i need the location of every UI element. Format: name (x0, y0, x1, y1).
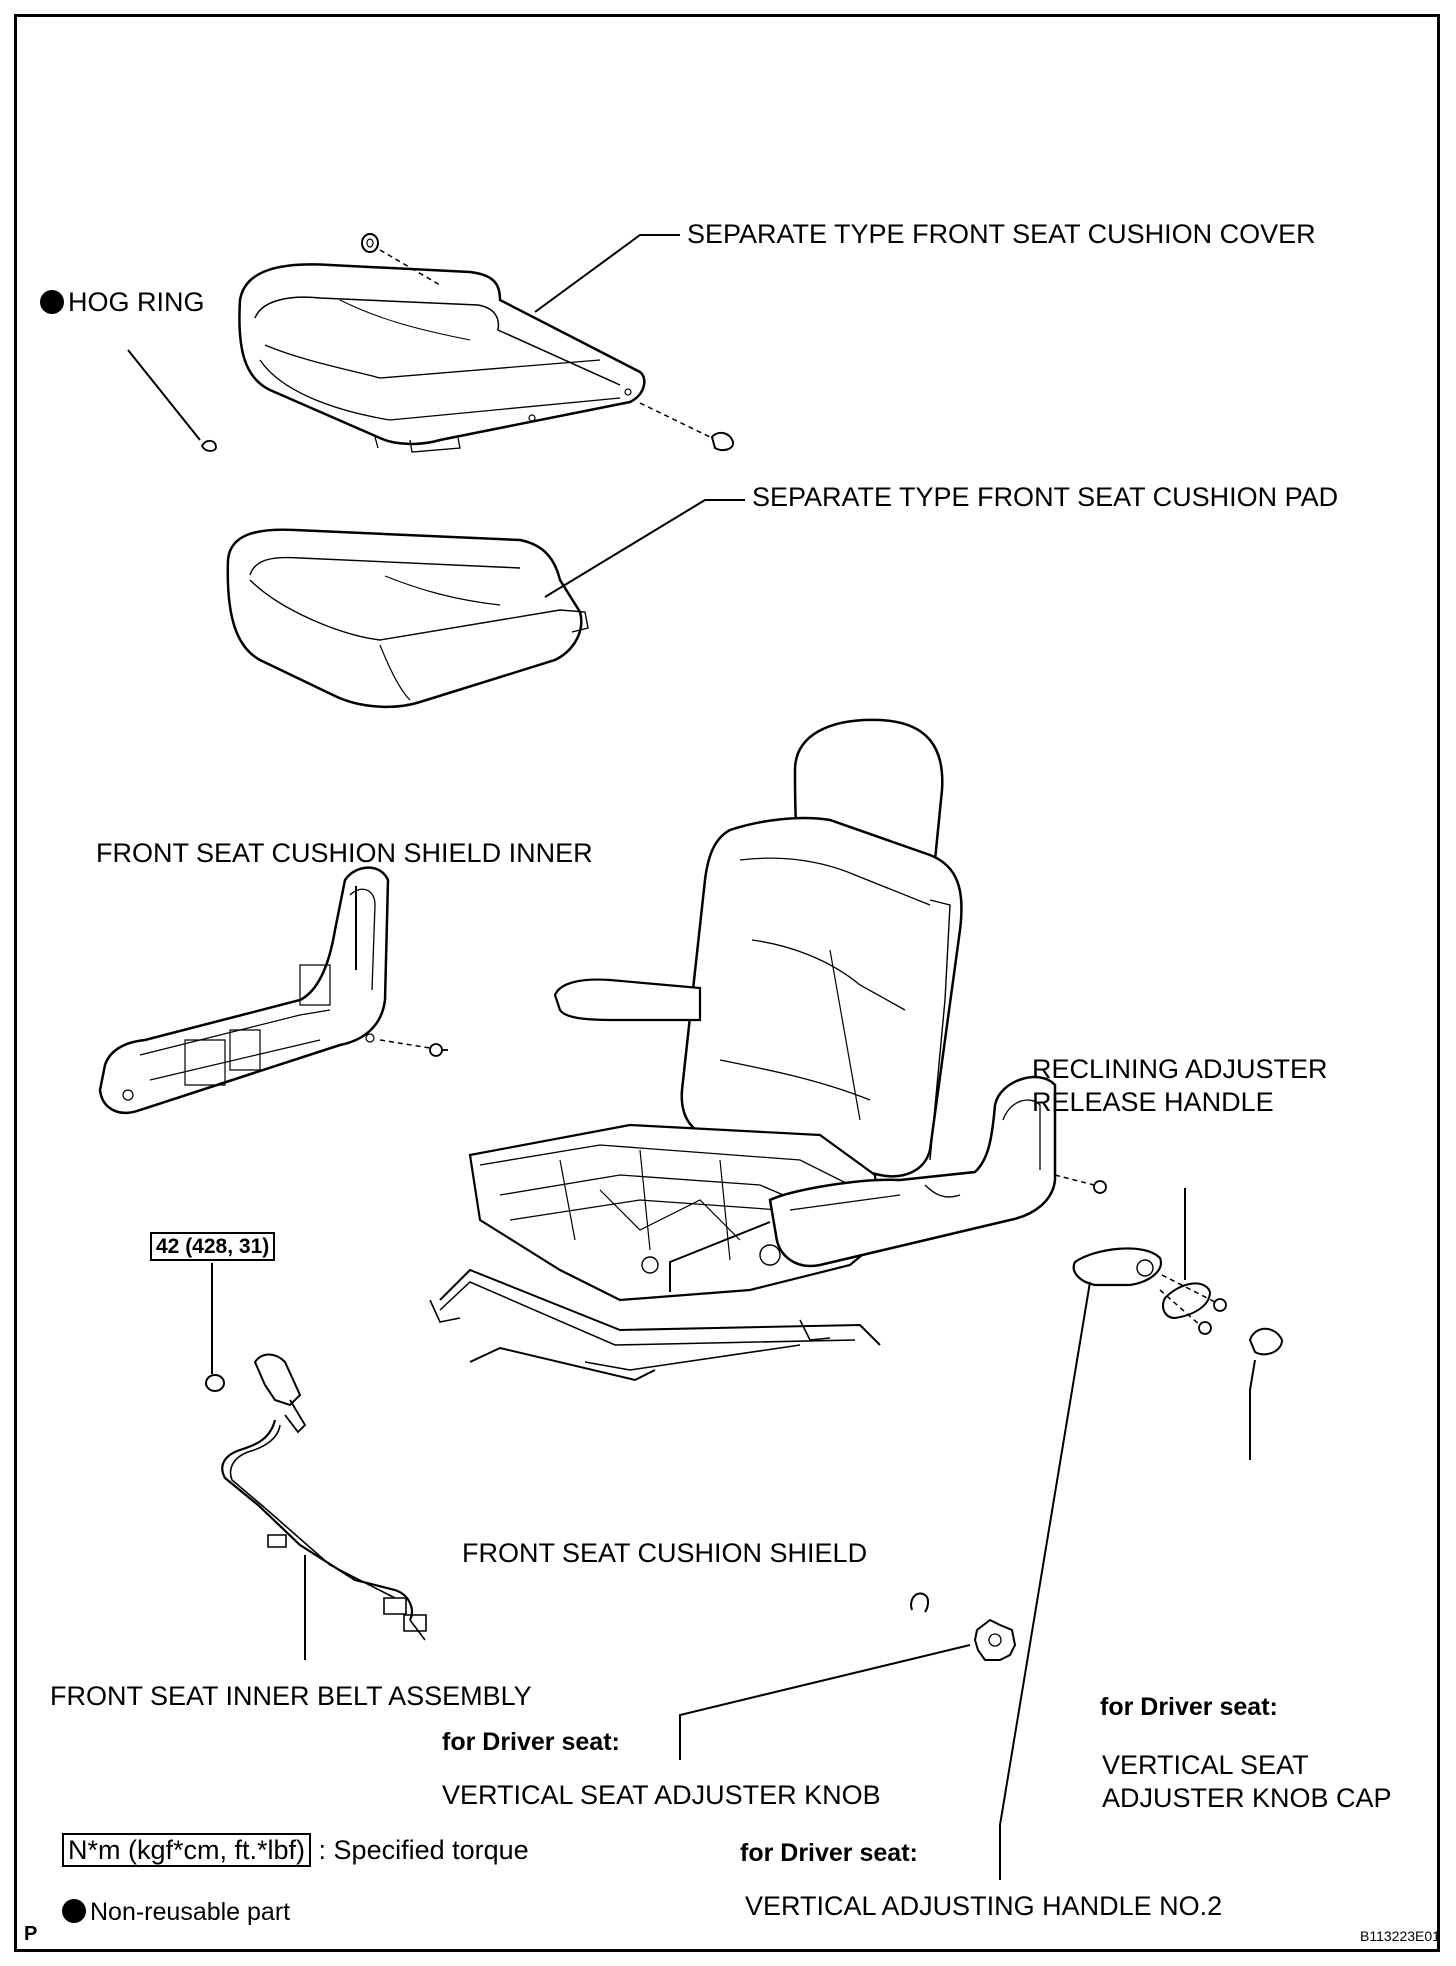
hog-ring-top-drawing (362, 234, 440, 285)
legend-torque-unit: N*m (kgf*cm, ft.*lbf) (62, 1833, 312, 1867)
leader-lines (128, 235, 1255, 1880)
label-shield-inner: FRONT SEAT CUSHION SHIELD INNER (96, 838, 593, 868)
vertical-adjusting-handle-drawing (1074, 1248, 1226, 1334)
reclining-release-handle-drawing (1163, 1283, 1210, 1318)
adjuster-knob-cap-drawing (1250, 1329, 1282, 1355)
label-adjusting-handle: VERTICAL ADJUSTING HANDLE NO.2 (745, 1891, 1223, 1921)
label-reclining-handle-line1: RECLINING ADJUSTER (1032, 1054, 1328, 1084)
diagram-frame (14, 14, 1440, 1952)
seat-cushion-pad-drawing (228, 530, 588, 707)
page-mark: P (24, 1923, 38, 1945)
label-adjuster-knob: VERTICAL SEAT ADJUSTER KNOB (442, 1780, 881, 1810)
legend-torque: N*m (kgf*cm, ft.*lbf) : Specified torque (62, 1833, 529, 1867)
label-for-driver-knob: for Driver seat: (442, 1728, 620, 1756)
legend-torque-desc: : Specified torque (318, 1835, 529, 1865)
seat-cushion-cover-drawing (239, 264, 644, 452)
hog-ring-right-drawing (640, 403, 733, 450)
label-knob-cap-line2: ADJUSTER KNOB CAP (1102, 1783, 1392, 1813)
adjuster-knob-drawing (911, 1593, 1015, 1660)
label-inner-belt: FRONT SEAT INNER BELT ASSEMBLY (50, 1681, 532, 1711)
hog-ring-left-drawing (202, 441, 216, 451)
label-cushion-shield: FRONT SEAT CUSHION SHIELD (462, 1538, 868, 1568)
label-cushion-cover: SEPARATE TYPE FRONT SEAT CUSHION COVER (687, 219, 1316, 249)
front-seat-assembly-drawing (430, 720, 961, 1380)
legend-non-reusable-text: Non-reusable part (90, 1898, 291, 1926)
label-cushion-pad: SEPARATE TYPE FRONT SEAT CUSHION PAD (752, 482, 1339, 512)
label-reclining-handle-line2: RELEASE HANDLE (1032, 1087, 1274, 1117)
label-for-driver-cap: for Driver seat: (1100, 1693, 1278, 1721)
torque-value-box: 42 (428, 31) (150, 1232, 276, 1262)
figure-id: B113223E01 (1360, 1928, 1440, 1944)
label-hog-ring: HOG RING (40, 286, 205, 318)
label-for-driver-handle: for Driver seat: (740, 1839, 918, 1867)
label-hog-ring-text: HOG RING (68, 287, 205, 317)
cushion-shield-drawing (770, 1077, 1106, 1266)
inner-belt-assembly-drawing (206, 1355, 426, 1641)
legend-non-reusable: Non-reusable part (62, 1897, 290, 1927)
non-reusable-dot-icon (40, 290, 64, 314)
cushion-shield-inner-drawing (100, 868, 448, 1113)
non-reusable-legend-dot-icon (62, 1899, 86, 1923)
label-knob-cap-line1: VERTICAL SEAT (1102, 1750, 1309, 1780)
